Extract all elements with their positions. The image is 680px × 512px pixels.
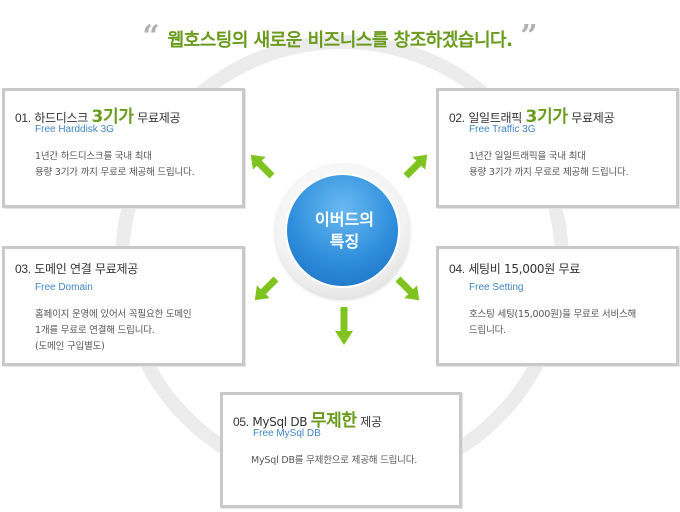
feature-card-harddisk: 01. 하드디스크 3기가 무료제공 Free Harddisk 3G 1년간 … — [2, 88, 245, 208]
feature-number: 03. — [15, 262, 31, 276]
feature-description: 홈페이지 운영에 있어서 꼭필요한 도메인 1개를 무료로 연결해 드립니다. … — [35, 307, 192, 355]
feature-card-mysql: 05. MySql DB 무제한 제공 Free MySql DB MySql … — [220, 392, 462, 508]
feature-subtitle: Free MySql DB — [253, 428, 321, 439]
feature-title-highlight: 3기가 — [91, 107, 135, 127]
feature-card-traffic: 02. 일일트래픽 3기가 무료제공 Free Traffic 3G 1년간 일… — [436, 88, 679, 208]
description-line: 1개를 무료로 연결해 드립니다. — [35, 325, 155, 336]
feature-title: 01. 하드디스크 3기가 무료제공 — [15, 102, 181, 127]
description-line: 호스팅 세팅(15,000원)을 무료로 서비스해 — [469, 309, 637, 320]
feature-number: 05. — [233, 415, 249, 429]
feature-subtitle: Free Domain — [35, 282, 93, 293]
center-line-1: 이버드의 — [315, 210, 374, 229]
headline: “ 웹호스팅의 새로운 비즈니스를 창조하겠습니다. ” — [0, 22, 680, 60]
description-line: 홈페이지 운영에 있어서 꼭필요한 도메인 — [35, 309, 192, 320]
feature-title-post: 무료제공 — [137, 111, 181, 125]
open-quote-icon: “ — [142, 19, 160, 54]
feature-title-highlight: 3기가 — [525, 107, 569, 127]
headline-text: 웹호스팅의 새로운 비즈니스를 창조하겠습니다. — [167, 30, 513, 51]
arrow-down-right-icon — [395, 276, 420, 301]
description-line: 1년간 하드디스크를 국내 최대 — [35, 151, 152, 162]
feature-title-highlight: 무제한 — [310, 411, 357, 431]
feature-title: 02. 일일트래픽 3기가 무료제공 — [449, 102, 615, 127]
description-line: (도메인 구입별도) — [35, 341, 105, 352]
feature-title-pre: 일일트래픽 — [468, 111, 523, 125]
arrow-up-left-icon — [250, 154, 275, 179]
description-line: MySql DB를 무제한으로 제공해 드립니다. — [251, 455, 418, 466]
feature-number: 02. — [449, 111, 465, 125]
description-line: 1년간 일일트래픽을 국내 최대 — [469, 151, 586, 162]
arrow-down-left-icon — [254, 276, 279, 301]
feature-number: 01. — [15, 111, 31, 125]
description-line: 용량 3기가 까지 무료로 제공해 드립니다. — [35, 167, 195, 178]
feature-title-pre: 세팅비 15,000원 무료 — [468, 262, 580, 276]
feature-title-post: 무료제공 — [571, 111, 615, 125]
center-line-2: 특징 — [329, 232, 360, 251]
feature-description: MySql DB를 무제한으로 제공해 드립니다. — [251, 453, 417, 469]
description-line: 용량 3기가 까지 무료로 제공해 드립니다. — [469, 167, 629, 178]
feature-title-pre: 하드디스크 — [34, 111, 89, 125]
feature-card-domain: 03. 도메인 연결 무료제공 Free Domain 홈페이지 운영에 있어서… — [2, 246, 245, 366]
center-badge: 이버드의 특징 — [275, 163, 410, 298]
feature-description: 1년간 일일트래픽을 국내 최대 용량 3기가 까지 무료로 제공해 드립니다. — [469, 149, 629, 181]
center-badge-label: 이버드의 특징 — [287, 209, 402, 253]
feature-subtitle: Free Harddisk 3G — [35, 124, 114, 135]
description-line: 드립니다. — [469, 325, 506, 336]
feature-subtitle: Free Setting — [469, 282, 524, 293]
feature-title: 05. MySql DB 무제한 제공 — [233, 406, 382, 431]
arrow-up-right-icon — [403, 154, 428, 179]
feature-title-pre: MySql DB — [252, 415, 308, 429]
feature-card-setting: 04. 세팅비 15,000원 무료 Free Setting 호스팅 세팅(1… — [436, 246, 679, 366]
arrow-down-icon — [335, 307, 353, 345]
close-quote-icon: ” — [520, 19, 538, 54]
feature-subtitle: Free Traffic 3G — [469, 124, 536, 135]
feature-title: 03. 도메인 연결 무료제공 — [15, 260, 138, 277]
feature-number: 04. — [449, 262, 465, 276]
feature-title-pre: 도메인 연결 무료제공 — [34, 262, 139, 276]
feature-description: 호스팅 세팅(15,000원)을 무료로 서비스해 드립니다. — [469, 307, 636, 339]
center-badge-inner: 이버드의 특징 — [285, 173, 400, 288]
feature-title: 04. 세팅비 15,000원 무료 — [449, 260, 580, 277]
feature-description: 1년간 하드디스크를 국내 최대 용량 3기가 까지 무료로 제공해 드립니다. — [35, 149, 195, 181]
feature-title-post: 제공 — [360, 415, 382, 429]
